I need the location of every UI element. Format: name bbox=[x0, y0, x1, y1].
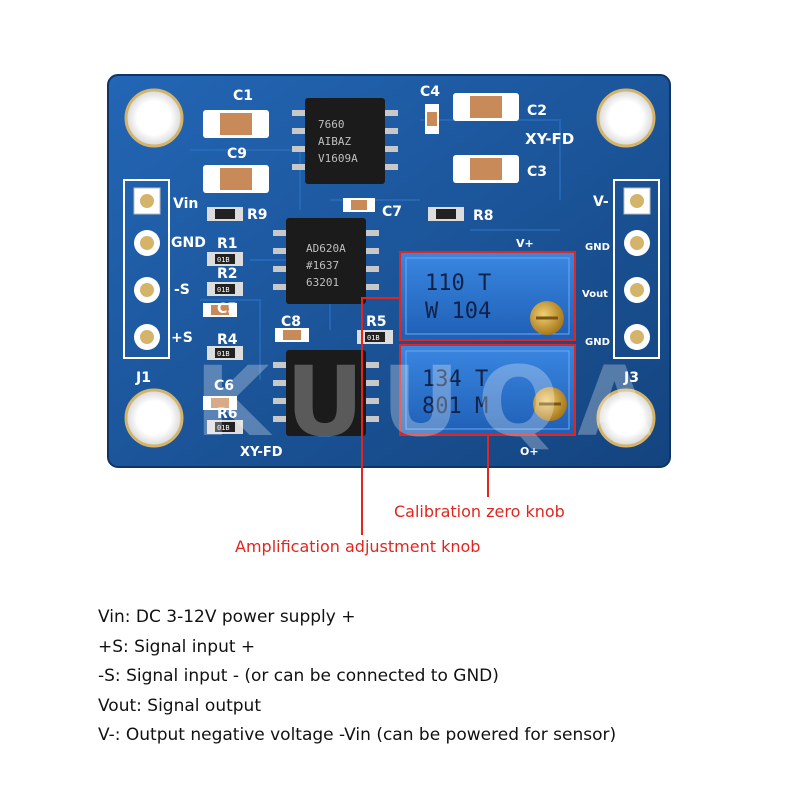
header-j3 bbox=[623, 187, 651, 350]
ic-top-line3: V1609A bbox=[318, 152, 358, 165]
silk-r1: R1 bbox=[217, 236, 238, 252]
silk-c3: C3 bbox=[527, 164, 547, 180]
silk-vout: Vout bbox=[582, 289, 608, 300]
watermark: KUUQA bbox=[195, 346, 670, 458]
silk-r9: R9 bbox=[247, 207, 268, 223]
ic-top bbox=[292, 98, 398, 184]
silk-c2: C2 bbox=[527, 103, 547, 119]
silk-j1: J1 bbox=[135, 370, 151, 386]
legend-item-minus-s: -S: Signal input - (or can be connected … bbox=[98, 666, 499, 686]
res-code-1: 01B bbox=[217, 256, 230, 264]
res-code-3: 01B bbox=[217, 350, 230, 358]
silk-r8: R8 bbox=[473, 208, 494, 224]
silk-minus-s: -S bbox=[174, 282, 190, 298]
ic-bottom bbox=[273, 350, 379, 436]
silk-vminus: V- bbox=[593, 194, 609, 210]
silk-c8: C8 bbox=[281, 314, 301, 330]
silk-vplus: V+ bbox=[516, 237, 534, 250]
silk-gnd-left: GND bbox=[171, 235, 206, 251]
legend-item-plus-s: +S: Signal input + bbox=[98, 636, 256, 657]
silk-oplus: O+ bbox=[520, 445, 539, 458]
res-code-4: 01B bbox=[217, 424, 230, 432]
silk-c9: C9 bbox=[227, 146, 247, 162]
silk-c7: C7 bbox=[382, 204, 402, 220]
legend-item-vout: Vout: Signal output bbox=[98, 695, 261, 716]
resistors bbox=[207, 207, 464, 434]
capacitors bbox=[203, 93, 519, 410]
pcb-photo: C1 C4 C2 C9 C3 XY-FD Vin R9 C7 R8 V- GND… bbox=[107, 74, 671, 535]
pot-bottom-line1: 134 T bbox=[422, 367, 488, 392]
silk-j3: J3 bbox=[623, 370, 639, 386]
callout-lines bbox=[361, 297, 489, 535]
mounting-holes bbox=[124, 88, 656, 448]
silk-r5: R5 bbox=[366, 314, 387, 330]
ic-mid-line1: AD620A bbox=[306, 242, 346, 255]
silk-r2: R2 bbox=[217, 266, 238, 282]
ic-mid-line3: 63201 bbox=[306, 276, 339, 289]
trimmer-bottom bbox=[399, 344, 576, 436]
header-j1 bbox=[133, 187, 161, 350]
silk-c4: C4 bbox=[420, 84, 440, 100]
silk-c1: C1 bbox=[233, 88, 253, 104]
silk-c5: C5 bbox=[217, 301, 237, 317]
silk-vin: Vin bbox=[173, 196, 198, 212]
silk-gnd-r2: GND bbox=[585, 337, 610, 348]
silk-xyfd-top: XY-FD bbox=[525, 130, 574, 148]
res-code-5: 01B bbox=[367, 334, 380, 342]
legend-item-vin: Vin: DC 3-12V power supply + bbox=[98, 607, 356, 627]
silk-xyfd-bottom: XY-FD bbox=[240, 445, 283, 460]
res-code-2: 01B bbox=[217, 286, 230, 294]
silk-r4: R4 bbox=[217, 332, 238, 348]
pot-top-line1: 110 T bbox=[425, 271, 491, 296]
legend-item-vminus: V-: Output negative voltage -Vin (can be… bbox=[98, 725, 617, 745]
pot-bottom-line2: 801 M bbox=[422, 394, 488, 419]
trimmer-top bbox=[399, 251, 576, 341]
silk-c6: C6 bbox=[214, 378, 234, 394]
callout-zero-knob: Calibration zero knob bbox=[394, 502, 565, 521]
silk-gnd-r1: GND bbox=[585, 242, 610, 253]
pot-top-line2: W 104 bbox=[425, 299, 491, 324]
ic-mid-line2: #1637 bbox=[306, 259, 339, 272]
silk-r6: R6 bbox=[217, 406, 238, 422]
pin-legend: Vin: DC 3-12V power supply + +S: Signal … bbox=[98, 603, 616, 751]
silk-plus-s: +S bbox=[171, 330, 193, 346]
ic-top-line1: 7660 bbox=[318, 118, 345, 131]
ic-mid bbox=[273, 218, 379, 304]
callout-amp-knob: Amplification adjustment knob bbox=[235, 537, 481, 556]
ic-top-line2: AIBAZ bbox=[318, 135, 351, 148]
